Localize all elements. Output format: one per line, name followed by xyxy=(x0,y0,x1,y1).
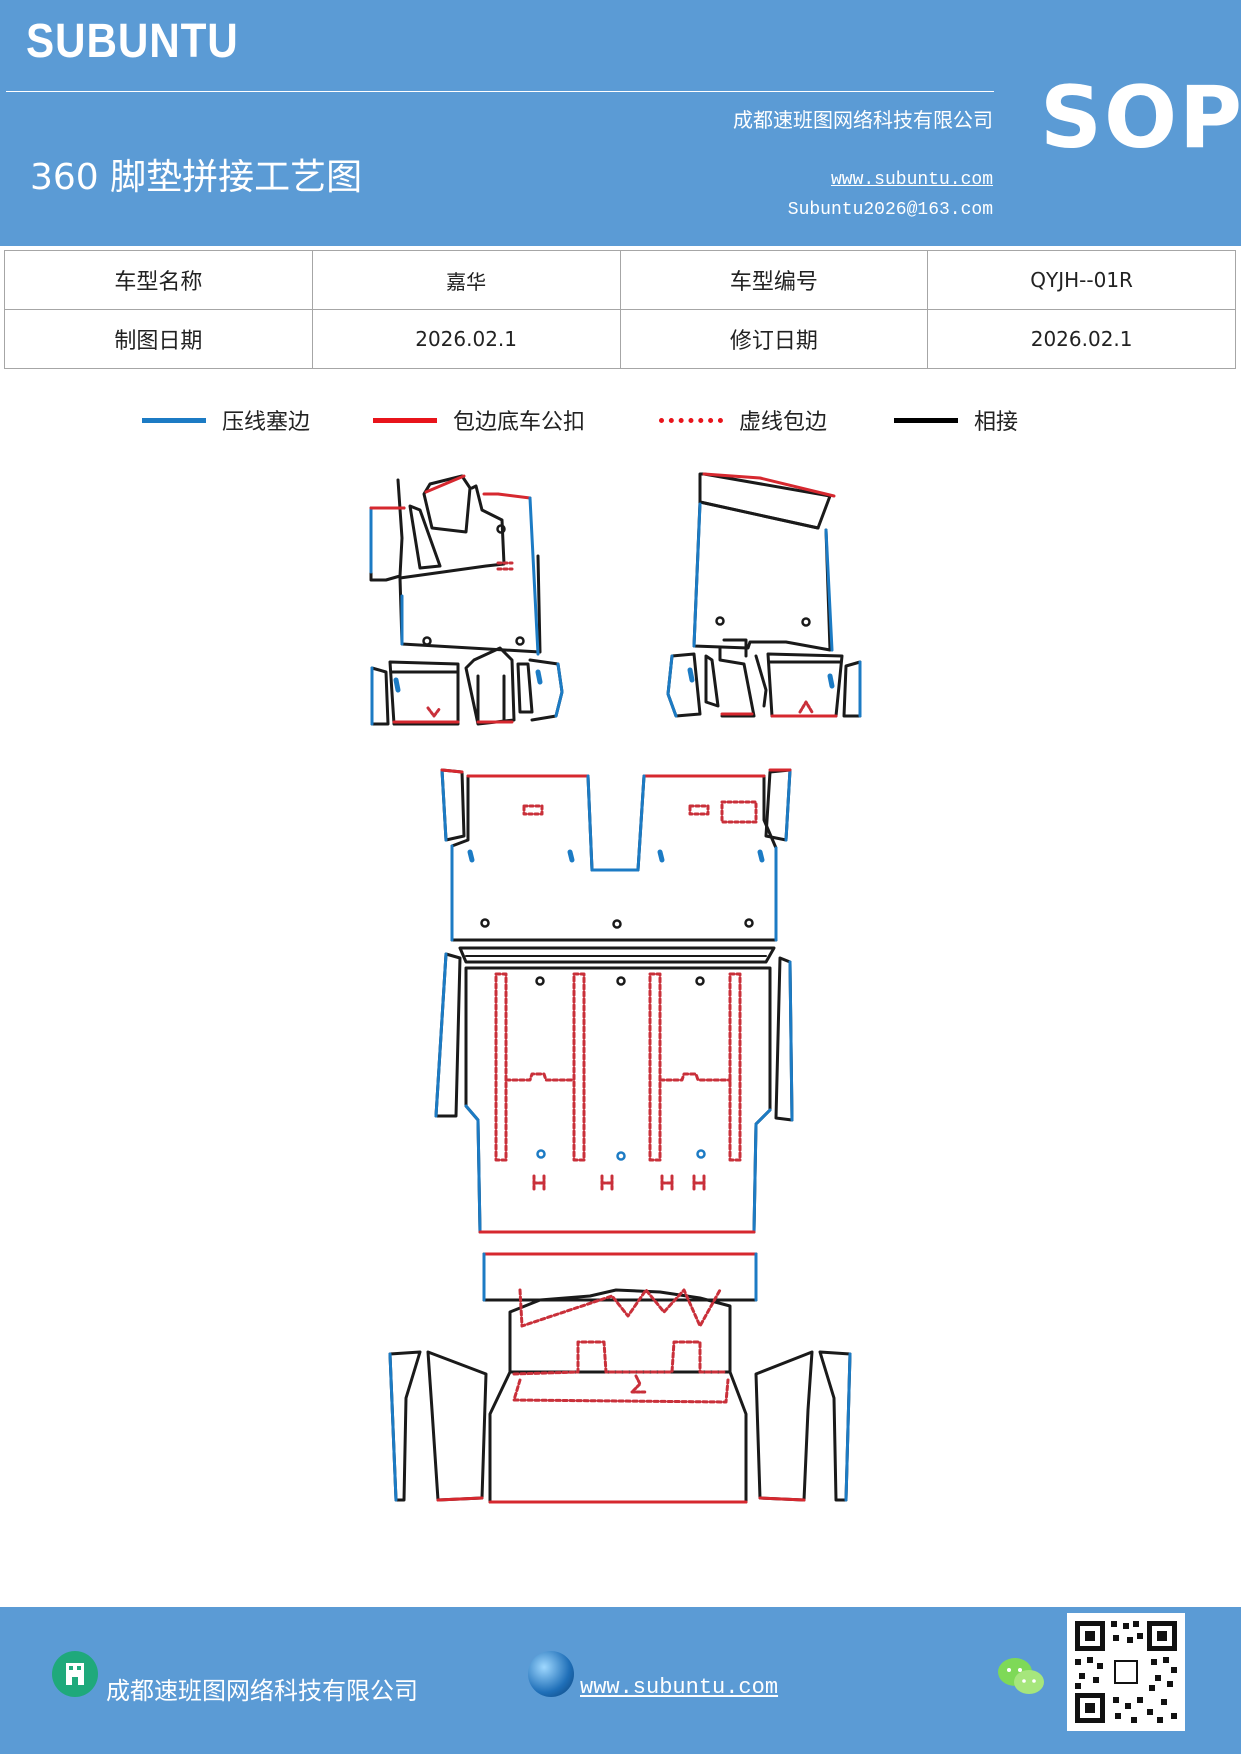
revise-date-label: 修订日期 xyxy=(619,309,929,369)
legend-swatch xyxy=(894,417,958,423)
header: SUBUNTU 成都速班图网络科技有限公司 360 脚垫拼接工艺图 www.su… xyxy=(0,0,1241,246)
rear-main-mat xyxy=(434,768,794,1234)
legend-swatch xyxy=(373,417,437,423)
model-code-label: 车型编号 xyxy=(619,250,929,310)
model-code-value: QYJH--01R xyxy=(927,250,1236,310)
draw-date-label: 制图日期 xyxy=(4,309,313,369)
building-icon xyxy=(52,1651,98,1697)
sop-badge: SOP xyxy=(1040,68,1241,168)
legend-item-blue: 压线塞边 xyxy=(142,400,310,440)
legend-item-red: 包边底车公扣 xyxy=(373,400,585,440)
revise-date-value: 2026.02.1 xyxy=(927,309,1236,369)
footer: 成都速班图网络科技有限公司 www.subuntu.com xyxy=(0,1607,1241,1754)
qr-code xyxy=(1067,1613,1185,1731)
legend-label: 虚线包边 xyxy=(739,410,828,435)
wechat-icon[interactable] xyxy=(996,1655,1046,1699)
model-name-label: 车型名称 xyxy=(4,250,313,310)
table-row: 车型名称 嘉华 车型编号 QYJH--01R xyxy=(4,250,1236,310)
info-table: 车型名称 嘉华 车型编号 QYJH--01R 制图日期 2026.02.1 修订… xyxy=(4,250,1236,369)
footer-website-link[interactable]: www.subuntu.com xyxy=(580,1675,779,1700)
legend-swatch xyxy=(142,417,206,423)
globe-icon xyxy=(528,1651,574,1697)
document-title: 360 脚垫拼接工艺图 xyxy=(30,157,363,198)
legend-label: 包边底车公扣 xyxy=(453,410,586,435)
footer-company-name: 成都速班图网络科技有限公司 xyxy=(106,1677,418,1705)
email-address: Subuntu2026@163.com xyxy=(787,200,993,220)
legend-item-red-dotted: 虚线包边 xyxy=(659,400,827,440)
company-name: 成都速班图网络科技有限公司 xyxy=(733,108,993,132)
draw-date-value: 2026.02.1 xyxy=(311,309,621,369)
driver-front-mat xyxy=(369,474,564,726)
passenger-front-mat xyxy=(666,472,862,718)
legend-item-black: 相接 xyxy=(894,400,1018,440)
floor-mat-diagram xyxy=(369,472,862,1504)
legend: 压线塞边 包边底车公扣 虚线包边 相接 xyxy=(0,400,1241,440)
legend-label: 压线塞边 xyxy=(222,410,311,435)
header-divider xyxy=(6,91,994,92)
legend-label: 相接 xyxy=(974,410,1019,435)
website-link[interactable]: www.subuntu.com xyxy=(830,170,993,190)
brand-logo: SUBUNTU xyxy=(26,15,239,68)
legend-swatch xyxy=(659,417,723,423)
model-name-value: 嘉华 xyxy=(311,250,621,310)
table-row: 制图日期 2026.02.1 修订日期 2026.02.1 xyxy=(4,309,1236,369)
trunk-mat xyxy=(388,1252,852,1504)
